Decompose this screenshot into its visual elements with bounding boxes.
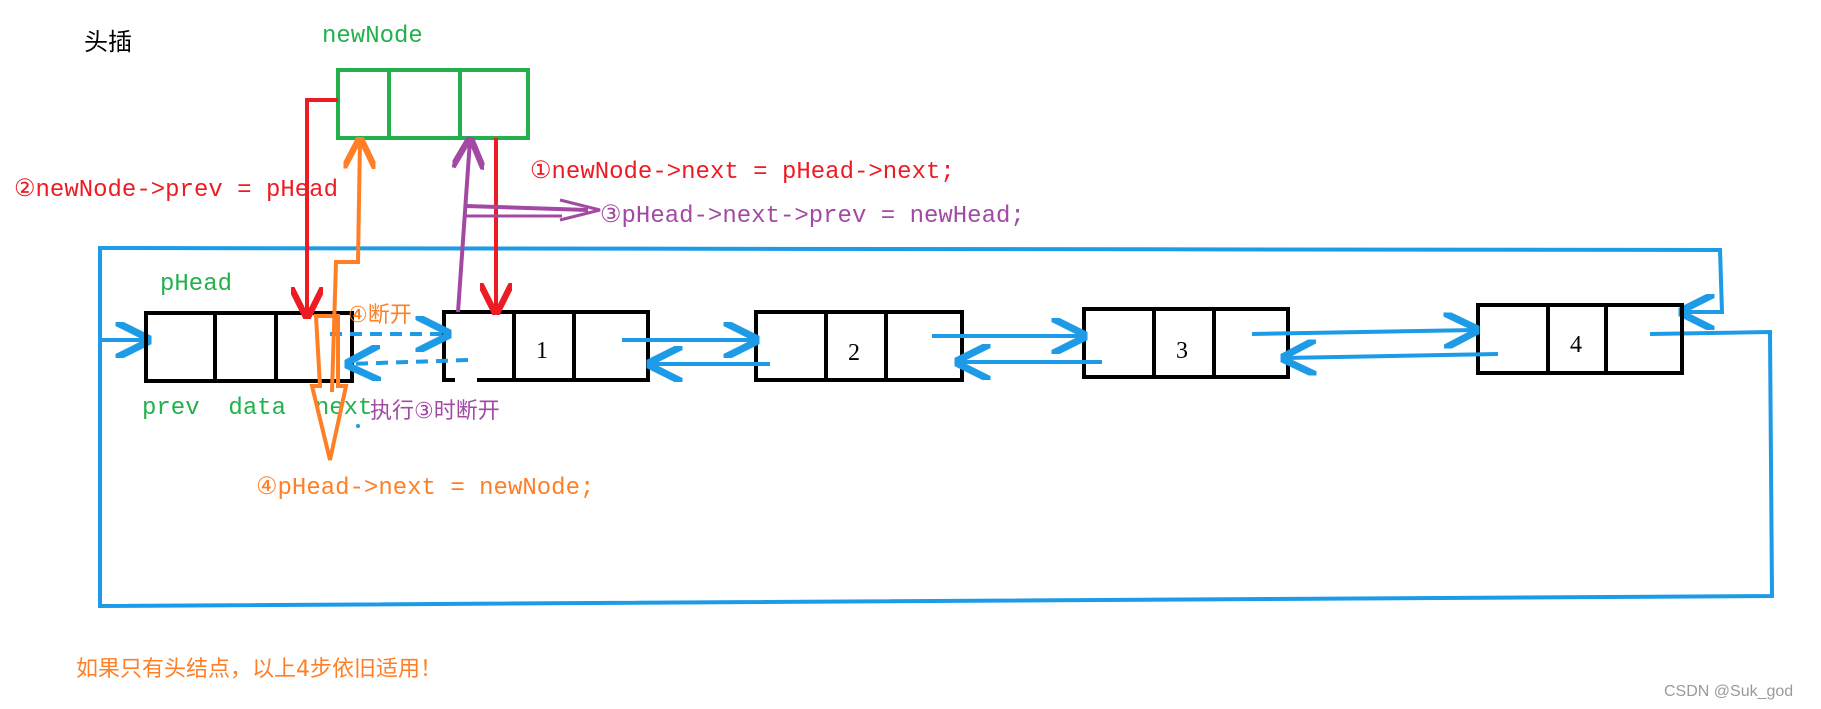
step3-text: ③pHead->next->prev = newHead; xyxy=(600,203,1025,230)
new-node xyxy=(336,68,530,140)
head-node-label: pHead xyxy=(160,271,232,298)
only-head-note: 如果只有头结点，以上4步依旧适用！ xyxy=(76,657,442,682)
step1-text: ①newNode->next = pHead->next; xyxy=(530,159,955,186)
list-node-3: 3 xyxy=(1082,307,1290,379)
step4-arrow xyxy=(330,140,360,393)
step3-pointer xyxy=(465,204,589,212)
list-node-value: 2 xyxy=(848,340,860,366)
step2-arrow xyxy=(307,98,338,316)
break3-note: 执行③时断开 xyxy=(370,399,500,424)
list-node-value: 4 xyxy=(1570,332,1582,358)
list-node-2: 2 xyxy=(754,310,964,382)
step4-cut-marker xyxy=(309,314,349,461)
old-link-1-to-head xyxy=(348,360,469,364)
circular-link-outer xyxy=(98,245,1725,517)
step3-arrow xyxy=(458,140,470,313)
new-node-label: newNode xyxy=(322,23,423,50)
list-node-4: 4 xyxy=(1476,303,1684,375)
diagram-title: 头插 xyxy=(84,28,132,56)
break4-note: ④断开 xyxy=(348,303,412,328)
list-node-value: 1 xyxy=(536,338,548,364)
list-node-value: 3 xyxy=(1176,338,1188,364)
head-node-field-labels: prev data next xyxy=(142,395,372,422)
link-3-to-4 xyxy=(1251,330,1476,334)
step2-text: ②newNode->prev = pHead xyxy=(14,177,338,204)
link-4-to-3 xyxy=(1284,354,1499,358)
circular-link-bottom xyxy=(98,332,1775,609)
step4-text: ④pHead->next = newNode; xyxy=(256,475,594,502)
watermark: CSDN @Suk_god xyxy=(1664,683,1793,700)
